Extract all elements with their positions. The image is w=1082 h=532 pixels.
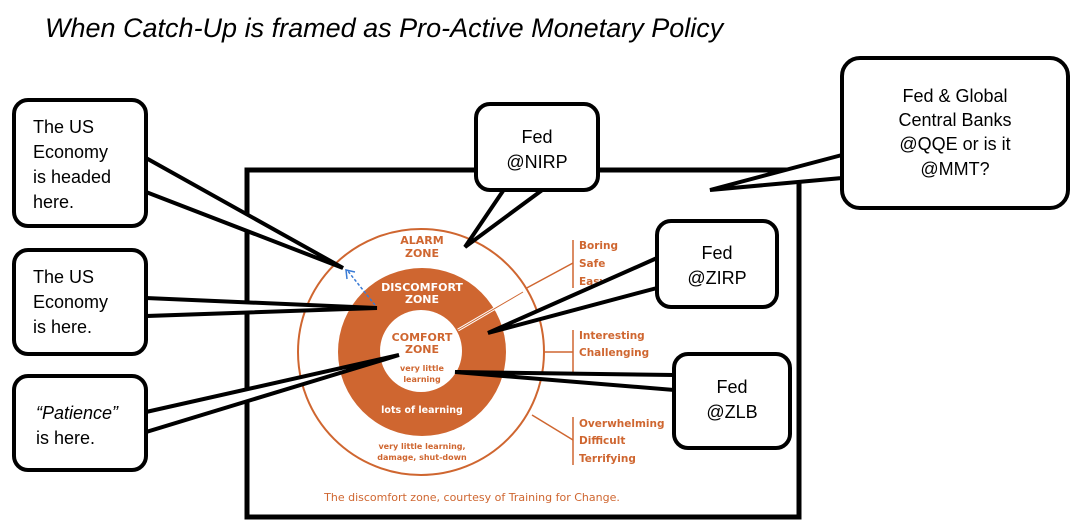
alarm-label: Terrifying <box>579 453 636 465</box>
comfort-label: Boring <box>579 240 618 252</box>
discomfort-zone-label: ZONE <box>405 293 439 306</box>
callout-fed-nirp: Fed @NIRP <box>474 102 600 192</box>
callout-economy-headed: The US Economy is headed here. <box>12 98 148 228</box>
callout-text: is headed <box>33 167 111 187</box>
alarm-label: Difficult <box>579 435 625 447</box>
callout-text: Economy <box>33 292 108 312</box>
dashed-arrow <box>346 269 376 306</box>
alarm-label: Overwhelming <box>579 418 665 430</box>
callout-text: Economy <box>33 142 108 162</box>
callout-text: is here. <box>36 428 95 448</box>
callout-text: here. <box>33 192 74 212</box>
callout-text: The US <box>33 267 94 287</box>
comfort-zone-sub: very little <box>400 364 444 373</box>
arrow-head-icon <box>345 269 356 280</box>
callout-text: “Patience” <box>36 403 119 423</box>
alarm-zone-sub: damage, shut-down <box>377 453 467 462</box>
comfort-zone-label: COMFORT <box>392 331 453 344</box>
discomfort-zone-sub: lots of learning <box>381 405 463 416</box>
callout-text: @ZIRP <box>687 268 746 288</box>
alarm-zone-label: ZONE <box>405 247 439 260</box>
callout-text: Fed <box>521 127 552 147</box>
callout-fed-qqe: Fed & Global Central Banks @QQE or is it… <box>840 56 1070 210</box>
callout-text: is here. <box>33 317 92 337</box>
discomfort-label: Challenging <box>579 347 649 359</box>
callout-text: Fed <box>716 377 747 397</box>
callout-text: @ZLB <box>706 402 757 422</box>
callout-text: @NIRP <box>506 152 567 172</box>
callout-text: @MMT? <box>920 159 989 179</box>
callout-text: @QQE or is it <box>899 134 1010 154</box>
callout-fed-zirp: Fed @ZIRP <box>655 219 779 309</box>
discomfort-zone-label: DISCOMFORT <box>381 281 463 294</box>
image-caption: The discomfort zone, courtesy of Trainin… <box>323 491 620 504</box>
page-title: When Catch-Up is framed as Pro-Active Mo… <box>45 13 725 43</box>
comfort-label: Safe <box>579 258 605 270</box>
callout-text: The US <box>33 117 94 137</box>
comfort-zone-sub: learning <box>403 375 441 384</box>
callout-economy-here: The US Economy is here. <box>12 248 148 356</box>
callout-text: Fed <box>701 243 732 263</box>
callout-patience: “Patience” is here. <box>12 374 148 472</box>
discomfort-label: Interesting <box>579 330 645 342</box>
callout-fed-zlb: Fed @ZLB <box>672 352 792 450</box>
comfort-zone-label: ZONE <box>405 343 439 356</box>
comfort-zone-circle <box>380 310 462 392</box>
alarm-zone-label: ALARM <box>400 234 443 247</box>
callout-text: Fed & Global <box>902 86 1007 106</box>
alarm-zone-sub: very little learning, <box>378 442 465 451</box>
callout-text: Central Banks <box>898 110 1011 130</box>
